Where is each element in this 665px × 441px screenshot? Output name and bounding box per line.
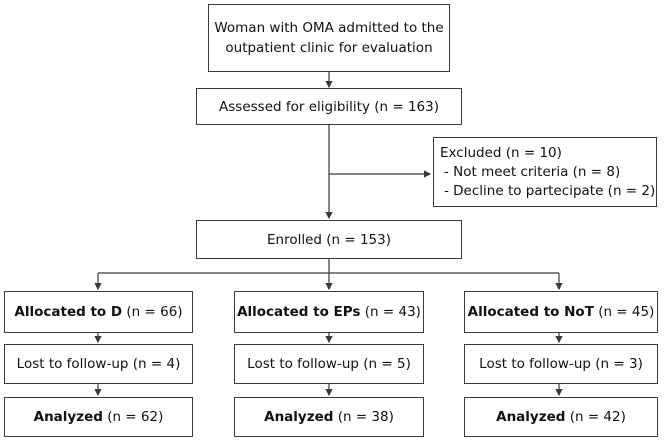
arm-not-allocated-box: Allocated to NoT (n = 45) (464, 291, 658, 333)
excluded-title: Excluded (n = 10) (440, 144, 562, 161)
arm-eps-analyzed-count: (n = 38) (333, 409, 394, 425)
assessed-label: Assessed for eligibility (n = 163) (219, 98, 439, 115)
arm-d-allocated-count: (n = 66) (122, 304, 183, 320)
enrolled-label: Enrolled (n = 153) (266, 231, 392, 248)
admitted-line2: outpatient clinic for evaluation (225, 40, 433, 56)
excluded-item-decline: - Decline to partecipate (n = 2) (444, 182, 656, 199)
arm-not-allocated-count: (n = 45) (593, 304, 655, 320)
arm-not-allocated-bold: Allocated to NoT (467, 304, 594, 320)
arm-d-analyzed-count: (n = 62) (102, 409, 164, 425)
arm-eps-lost-box: Lost to follow-up (n = 5) (234, 344, 424, 384)
arm-not-lost-label: Lost to follow-up (n = 3) (479, 356, 643, 372)
assessed-box: Assessed for eligibility (n = 163) (196, 88, 462, 125)
arm-eps-allocated-bold: Allocated to EPs (237, 304, 361, 320)
arm-eps-allocated-count: (n = 43) (360, 304, 421, 320)
arm-not-analyzed-label: Analyzed (n = 42) (496, 407, 626, 427)
admitted-box: Woman with OMA admitted to the outpatien… (208, 4, 450, 72)
arm-eps-allocated-box: Allocated to EPs (n = 43) (234, 291, 424, 333)
arm-not-lost-box: Lost to follow-up (n = 3) (464, 344, 658, 384)
arm-d-analyzed-bold: Analyzed (33, 409, 103, 425)
arm-d-analyzed-label: Analyzed (n = 62) (34, 407, 164, 427)
arm-eps-analyzed-bold: Analyzed (264, 409, 334, 425)
arm-eps-lost-label: Lost to follow-up (n = 5) (247, 356, 411, 372)
arm-not-analyzed-count: (n = 42) (565, 409, 626, 425)
enrolled-box: Enrolled (n = 153) (196, 220, 462, 259)
arm-not-allocated-label: Allocated to NoT (n = 45) (468, 302, 655, 322)
arm-d-lost-label: Lost to follow-up (n = 4) (16, 356, 181, 372)
arm-not-analyzed-bold: Analyzed (496, 409, 566, 425)
arm-d-allocated-box: Allocated to D (n = 66) (4, 291, 193, 333)
excluded-item-criteria: - Not meet criteria (n = 8) (444, 163, 621, 180)
arm-d-allocated-label: Allocated to D (n = 66) (14, 302, 182, 322)
arm-eps-analyzed-box: Analyzed (n = 38) (234, 397, 424, 437)
excluded-box: Excluded (n = 10) - Not meet criteria (n… (433, 137, 657, 207)
arm-d-analyzed-box: Analyzed (n = 62) (4, 397, 193, 437)
arm-not-analyzed-box: Analyzed (n = 42) (464, 397, 658, 437)
arm-eps-analyzed-label: Analyzed (n = 38) (264, 407, 394, 427)
arm-d-lost-box: Lost to follow-up (n = 4) (4, 344, 193, 384)
arm-d-allocated-bold: Allocated to D (14, 304, 123, 320)
arm-eps-allocated-label: Allocated to EPs (n = 43) (237, 302, 421, 322)
admitted-line1: Woman with OMA admitted to the (214, 20, 444, 36)
